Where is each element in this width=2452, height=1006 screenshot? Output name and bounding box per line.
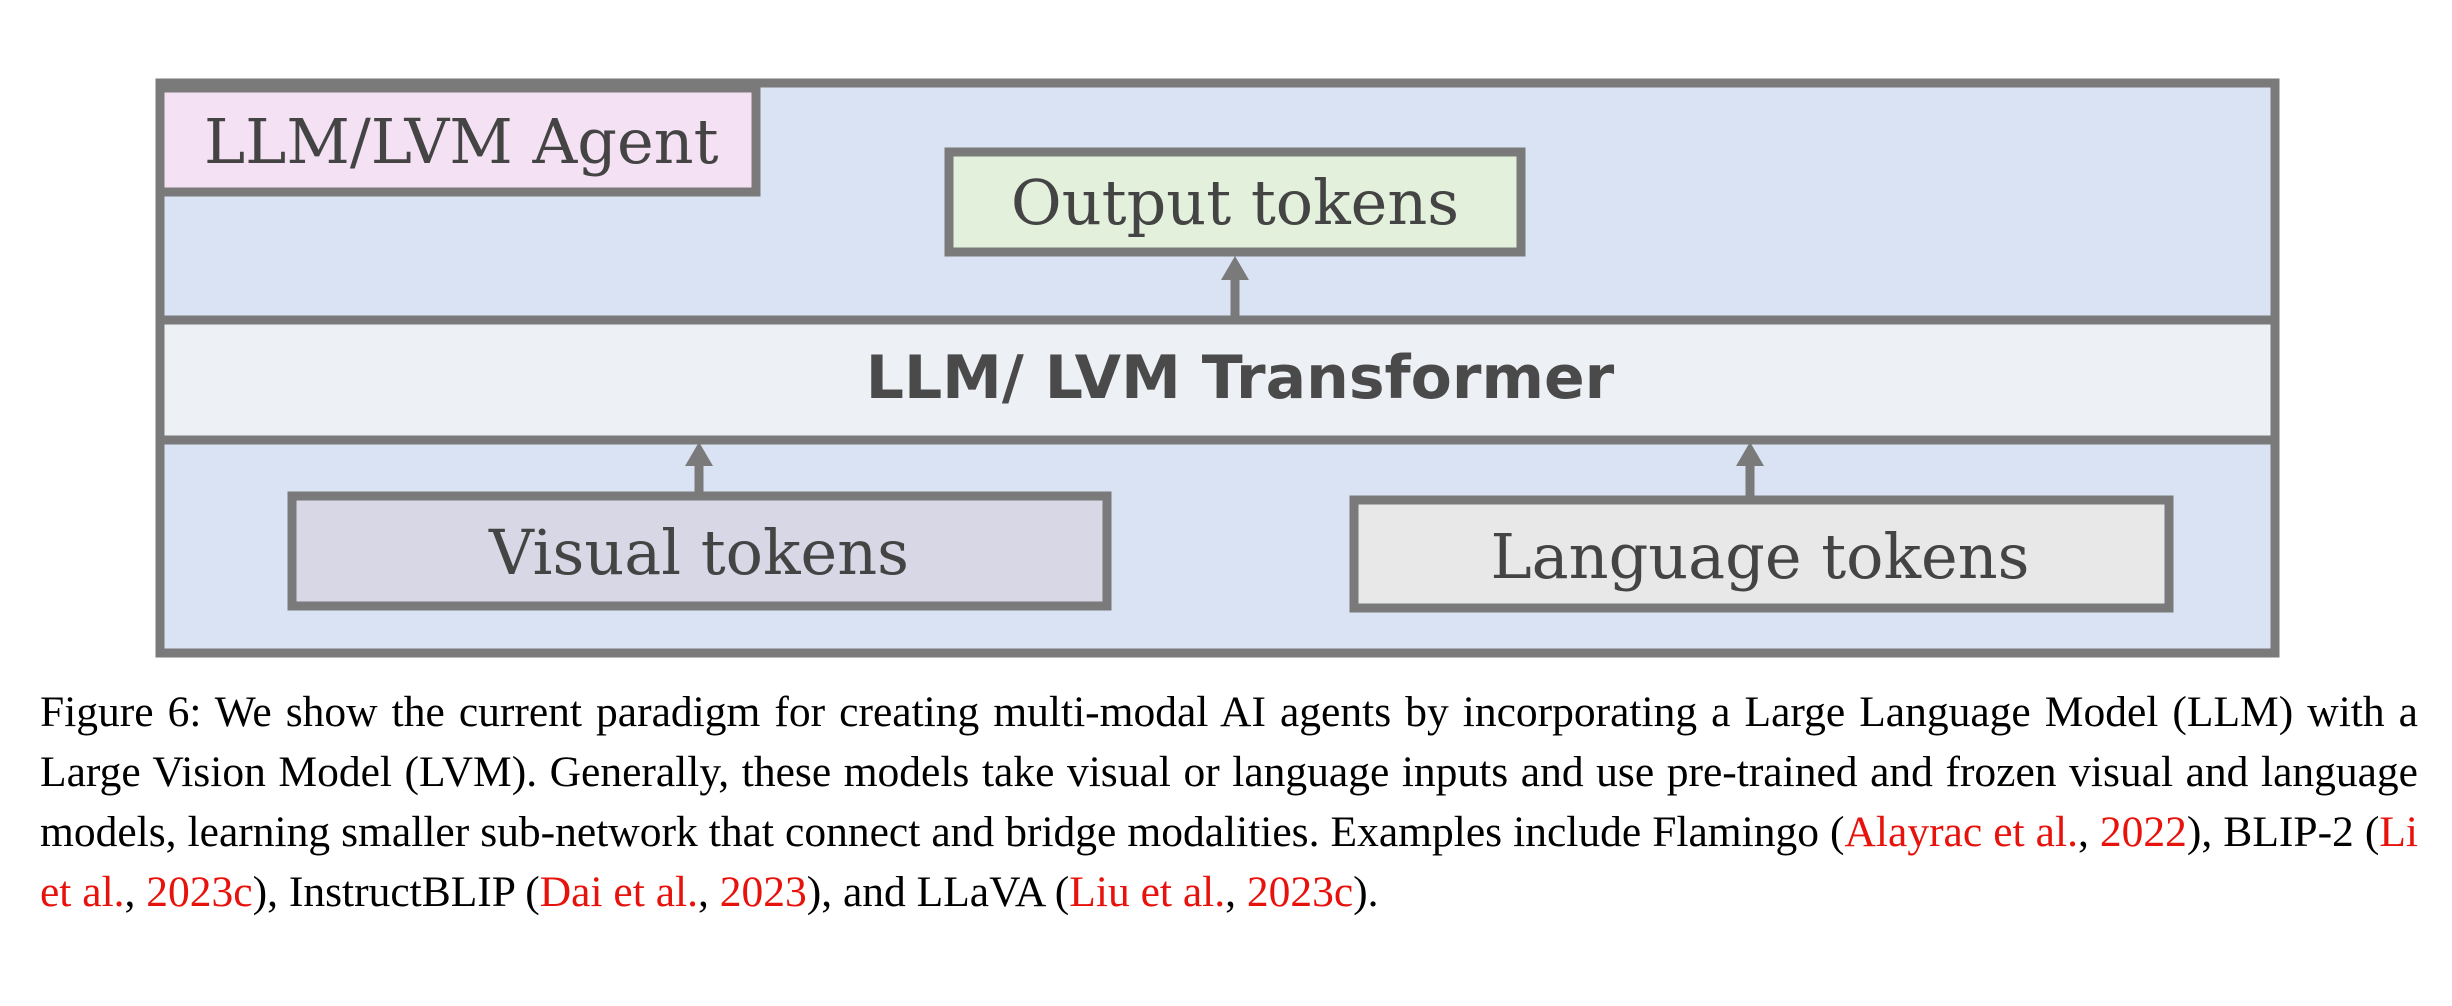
caption-text: ), and LLaVA ( bbox=[806, 868, 1070, 916]
agent-tag-box bbox=[155, 83, 761, 197]
citation-link[interactable]: Liu et al. bbox=[1069, 868, 1226, 916]
arrow-from-visual bbox=[685, 442, 713, 494]
agent-architecture-diagram: LLM/LVM Agent Output tokens LLM/ LVM Tra… bbox=[155, 78, 2280, 658]
citation-separator: , bbox=[124, 868, 147, 916]
citation-separator: , bbox=[697, 868, 720, 916]
citation-year-link[interactable]: 2022 bbox=[2099, 808, 2187, 856]
citation-link[interactable]: Alayrac et al. bbox=[1844, 808, 2078, 856]
visual-tokens-box bbox=[287, 491, 1112, 611]
citation-separator: , bbox=[2077, 808, 2100, 856]
figure-number: Figure 6: bbox=[40, 688, 202, 736]
caption-text: ), InstructBLIP ( bbox=[252, 868, 540, 916]
transformer-band bbox=[155, 315, 2280, 445]
citation-separator: , bbox=[1225, 868, 1247, 916]
figure-caption: Figure 6: We show the current paradigm f… bbox=[40, 682, 2418, 922]
language-tokens-label: Language tokens bbox=[1491, 520, 2030, 593]
citation-link[interactable]: Li et al. bbox=[40, 808, 2419, 916]
caption-text: ), BLIP-2 ( bbox=[2186, 808, 2380, 856]
citation-link[interactable]: Dai et al. bbox=[539, 868, 698, 916]
citation-year-link[interactable]: 2023c bbox=[1246, 868, 1354, 916]
caption-text: We show the current paradigm for creatin… bbox=[40, 688, 2418, 856]
citation-year-link[interactable]: 2023 bbox=[719, 868, 807, 916]
caption-text: ). bbox=[1353, 868, 1379, 916]
arrow-from-language bbox=[1736, 442, 1764, 496]
transformer-label: LLM/ LVM Transformer bbox=[866, 343, 1615, 413]
arrow-to-output bbox=[1221, 256, 1249, 318]
citation-year-link[interactable]: 2023c bbox=[146, 868, 253, 916]
visual-tokens-label: Visual tokens bbox=[488, 516, 909, 589]
output-tokens-label: Output tokens bbox=[1011, 166, 1459, 239]
language-tokens-box bbox=[1349, 495, 2174, 613]
output-tokens-box bbox=[944, 147, 1526, 257]
agent-tag-label: LLM/LVM Agent bbox=[204, 105, 719, 178]
